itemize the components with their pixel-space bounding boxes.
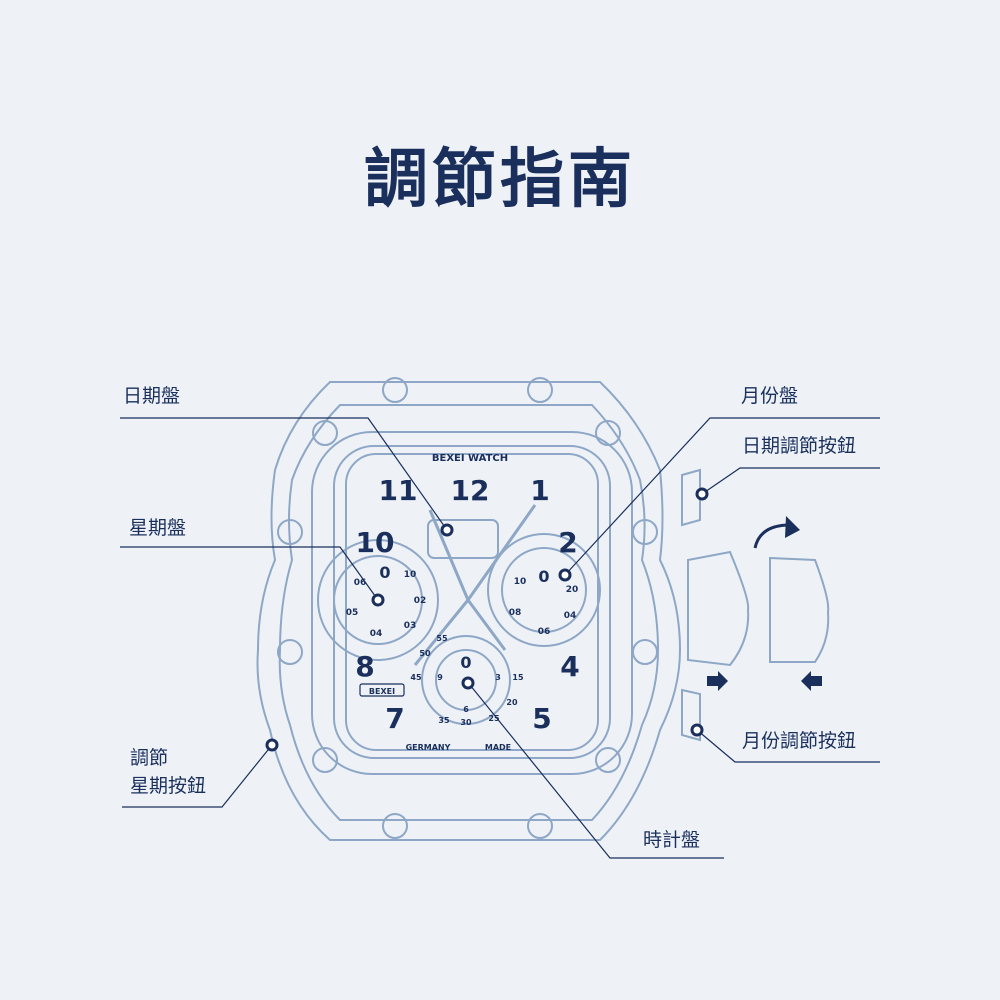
left-sub-02: 02 bbox=[414, 596, 427, 606]
chrono-sub-6: 6 bbox=[463, 705, 469, 714]
watch-case-outline bbox=[256, 381, 682, 841]
label-month-button: 月份調節按鈕 bbox=[742, 730, 857, 752]
right-sub-10: 10 bbox=[514, 577, 527, 587]
push-arrow-left-icon bbox=[801, 671, 822, 691]
date-pusher bbox=[681, 468, 701, 527]
brand-text: BEXEI WATCH bbox=[432, 453, 508, 464]
month-subdial bbox=[487, 533, 601, 647]
push-arrow-right-icon bbox=[707, 671, 728, 691]
chrono-sub-30: 30 bbox=[460, 718, 472, 727]
chrono-sub-45: 45 bbox=[410, 673, 422, 682]
crown bbox=[687, 550, 750, 667]
rotate-arrow-icon bbox=[753, 523, 791, 549]
chrono-sub-20: 20 bbox=[506, 698, 518, 707]
label-week-button-line1: 調節 bbox=[130, 747, 169, 769]
marker-date-dial bbox=[440, 523, 454, 537]
hour-7: 7 bbox=[385, 702, 404, 735]
bolt bbox=[527, 377, 553, 403]
chrono-sub-50: 50 bbox=[419, 649, 431, 658]
marker-week-dial bbox=[371, 593, 385, 607]
bottom-left-text: GERMANY bbox=[406, 743, 451, 752]
minute-hand bbox=[466, 504, 537, 601]
hour-8: 8 bbox=[355, 650, 374, 683]
callout-week-dial bbox=[120, 546, 379, 601]
left-sub-10: 10 bbox=[404, 570, 417, 580]
hour-5: 5 bbox=[532, 702, 551, 735]
marker-month-button bbox=[690, 723, 704, 737]
callout-chrono-dial bbox=[469, 684, 724, 859]
bolt bbox=[277, 519, 303, 545]
marker-week-button bbox=[265, 738, 279, 752]
label-month-dial: 月份盤 bbox=[741, 385, 799, 407]
rotate-arrow-head-icon bbox=[785, 516, 800, 538]
hour-12: 12 bbox=[451, 474, 490, 507]
callout-date-button bbox=[701, 467, 880, 495]
month-pusher bbox=[681, 688, 701, 742]
callout-week-button bbox=[122, 744, 273, 808]
hour-2: 2 bbox=[558, 526, 577, 559]
bolt bbox=[312, 420, 338, 446]
callout-month-button bbox=[696, 729, 880, 763]
chrono-sub-55: 55 bbox=[436, 634, 448, 643]
chrono-sub-0: 0 bbox=[460, 653, 471, 672]
label-week-dial: 星期盤 bbox=[129, 517, 187, 539]
marker-date-button bbox=[695, 487, 709, 501]
chrono-sub-9: 9 bbox=[437, 673, 443, 682]
left-sub-06: 06 bbox=[354, 578, 367, 588]
bolt bbox=[632, 519, 658, 545]
bolt bbox=[382, 377, 408, 403]
bolt bbox=[632, 639, 658, 665]
bottom-right-text: MADE bbox=[485, 743, 511, 752]
watch-bezel-outline bbox=[278, 404, 660, 821]
bolt bbox=[277, 639, 303, 665]
chrono-subdial bbox=[421, 635, 511, 725]
marker-chrono-dial bbox=[461, 676, 475, 690]
week-subdial bbox=[317, 539, 439, 661]
brand-plate-text: BEXEI bbox=[369, 687, 395, 696]
brand-plate bbox=[359, 683, 405, 697]
crown-detached bbox=[769, 556, 830, 663]
bolt bbox=[595, 420, 621, 446]
bolt bbox=[527, 813, 553, 839]
hour-1: 1 bbox=[530, 474, 549, 507]
right-sub-0: 0 bbox=[538, 567, 549, 586]
date-window bbox=[427, 519, 499, 559]
label-week-button-line2: 星期按鈕 bbox=[130, 775, 207, 797]
right-sub-04: 04 bbox=[564, 611, 577, 621]
bolt bbox=[312, 747, 338, 773]
label-chrono-dial: 時計盤 bbox=[643, 829, 701, 851]
bolt bbox=[382, 813, 408, 839]
left-sub-0: 0 bbox=[379, 563, 390, 582]
left-sub-04: 04 bbox=[370, 629, 383, 639]
bolt bbox=[595, 747, 621, 773]
hour-10: 10 bbox=[356, 526, 395, 559]
hour-4: 4 bbox=[560, 650, 579, 683]
page-title: 調節指南 bbox=[364, 143, 636, 217]
chrono-sub-3: 3 bbox=[495, 673, 501, 682]
right-sub-08: 08 bbox=[509, 608, 522, 618]
label-date-button: 日期調節按鈕 bbox=[742, 435, 857, 457]
chrono-sub-35: 35 bbox=[438, 716, 450, 725]
dial-frame-outer bbox=[311, 431, 633, 775]
left-sub-03: 03 bbox=[404, 621, 417, 631]
left-sub-05: 05 bbox=[346, 608, 359, 618]
chrono-sub-25: 25 bbox=[488, 714, 500, 723]
marker-month-dial bbox=[558, 568, 572, 582]
right-sub-06: 06 bbox=[538, 627, 551, 637]
callout-date-dial bbox=[120, 417, 448, 531]
callout-month-dial bbox=[564, 417, 880, 576]
label-date-dial: 日期盤 bbox=[123, 385, 181, 407]
hour-hand bbox=[428, 509, 470, 601]
chrono-sub-15: 15 bbox=[512, 673, 524, 682]
right-sub-20: 20 bbox=[566, 585, 579, 595]
